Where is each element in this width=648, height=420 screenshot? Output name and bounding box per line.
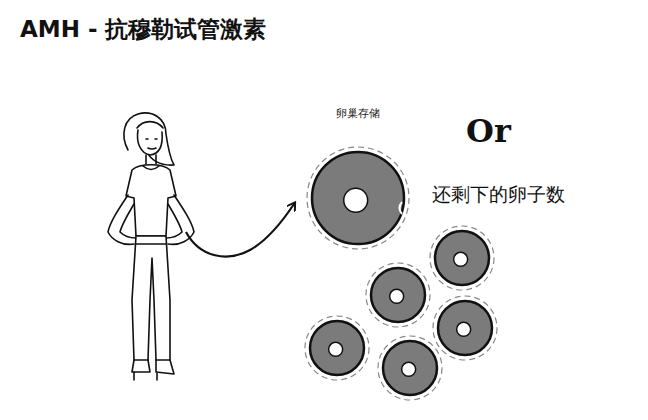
egg-cell [378,336,442,400]
egg-cell [305,316,369,380]
egg-count-label: 还剩下的卵子数 [432,182,565,208]
ovary-reserve-circle: 卵巢存储 [302,104,414,256]
egg-notch [400,202,403,214]
egg-cluster [305,226,497,400]
egg-cell [366,263,430,327]
pointer-arrow [186,204,294,256]
diagram-title: AMH - 抗穆勒试管激素 [20,14,267,45]
or-word: Or [466,112,511,150]
egg-cell [430,226,494,290]
woman-figure [108,113,194,380]
node-heading: 卵巢存储 [302,104,414,121]
egg-cell [433,296,497,360]
egg-outline [302,104,414,256]
big-egg-cell [307,147,409,249]
